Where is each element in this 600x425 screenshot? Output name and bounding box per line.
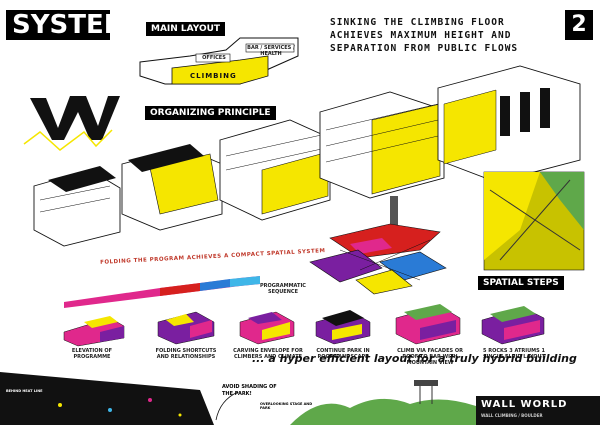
step-1-diagram [63, 316, 125, 347]
brand-subtitle: WALL CLIMBING / BOULDER [481, 413, 543, 418]
step-5-diagram [395, 304, 461, 345]
page-title: SYSTEM [6, 10, 130, 40]
building-3 [219, 119, 331, 221]
step-2-diagram [157, 311, 215, 345]
step-3-label: CARVING ENVELOPE FOR CLIMBERS AND CLIMAT… [233, 348, 303, 360]
spatial-steps-label: SPATIAL STEPS [478, 276, 564, 290]
step-4-label: CONTINUE PARK IN ROOF LANDSCAPE [316, 348, 370, 360]
step-4-diagram [315, 310, 371, 345]
shading-arrow [215, 391, 239, 421]
organizing-principle-label: ORGANIZING PRINCIPLE [145, 106, 276, 120]
step-2-label: FOLDING SHORTCUTS AND RELATIONSHIPS [155, 348, 217, 360]
interior-render-inset [483, 171, 585, 271]
headline-line-1: SINKING THE CLIMBING FLOOR [330, 17, 505, 28]
main-layout-diagram [139, 37, 299, 85]
headline-line-3: SEPARATION FROM PUBLIC FLOWS [330, 43, 519, 54]
bottom-section-dark [0, 372, 214, 425]
step-5-label: CLIMB VIA FACADES OR ROOF TO BAR WITH MO… [397, 348, 463, 366]
step-3-diagram [239, 311, 295, 345]
headline: SINKING THE CLIMBING FLOOR ACHIEVES MAXI… [330, 16, 550, 55]
brand-name: WALL WORLD [481, 399, 568, 410]
brand-box [476, 396, 600, 425]
step-6-diagram [481, 306, 545, 345]
step-6-label: 5 ROCKS 3 ATRIUMS 1 SINGLE FLUID LAYOUT [482, 348, 546, 360]
climbing-label: CLIMBING [190, 72, 237, 80]
programmatic-sequence-bar [64, 276, 260, 308]
tagline: ... a hyper efficient layout for a truly… [252, 352, 577, 365]
step-1-label: ELEVATION OF PROGRAMME [71, 348, 113, 360]
building-1 [33, 166, 121, 247]
overlooking-label: OVERLOOKING STAGE AND PARK [260, 402, 313, 410]
main-layout-label: MAIN LAYOUT [146, 22, 226, 36]
building-2 [121, 144, 223, 231]
programmatic-sequence-label: PROGRAMMATIC SEQUENCE [260, 283, 306, 295]
avoid-shading-label: AVOID SHADING OF THE PARK! [222, 384, 277, 397]
headline-line-2: ACHIEVES MAXIMUM HEIGHT AND [330, 30, 512, 41]
building-5 [437, 65, 581, 183]
bottom-landscape [290, 380, 476, 425]
page-number: 2 [565, 10, 593, 40]
exploded-program-diagram [309, 196, 447, 295]
behind-heat-label: BEHIND HEAT LINE [6, 389, 43, 393]
offices-label: OFFICES [202, 55, 226, 61]
building-4 [319, 91, 445, 199]
bar-services-label: BAR / SERVICES / HEALTH [247, 45, 295, 57]
vv-logo-shape [23, 96, 120, 151]
